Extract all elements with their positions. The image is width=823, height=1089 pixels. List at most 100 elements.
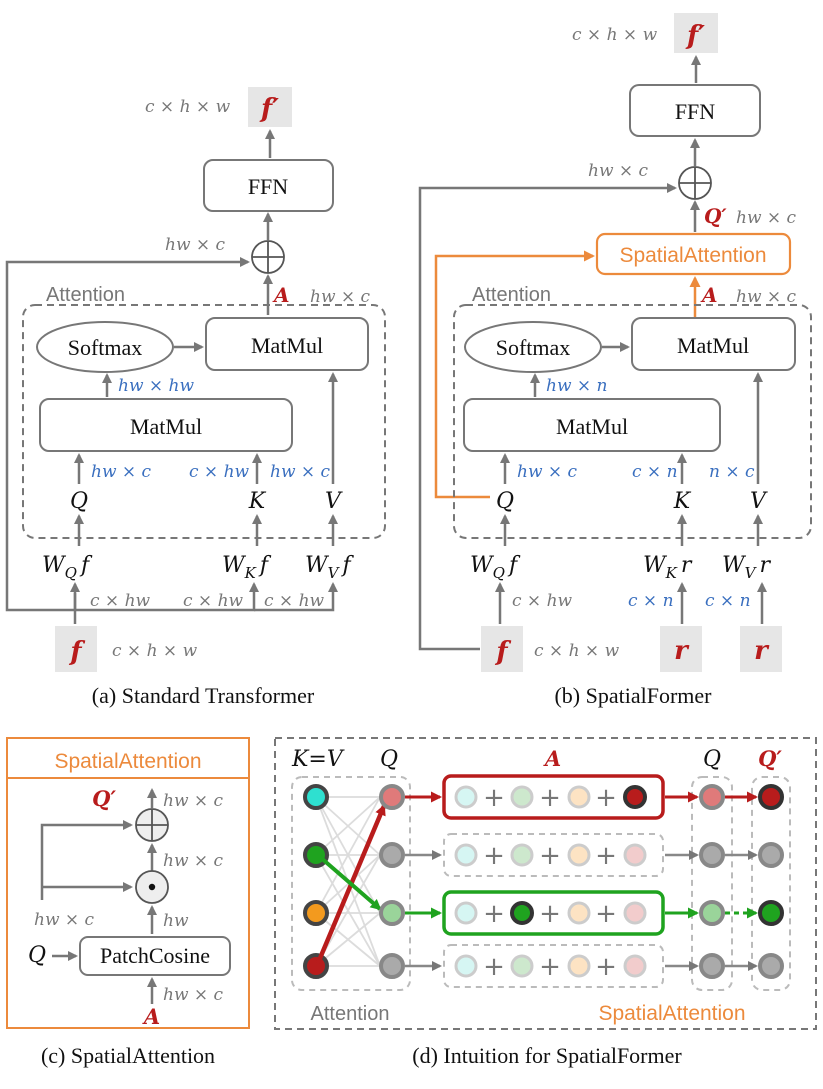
svg-text:+: + [539,841,561,871]
c-caption: (c) SpatialAttention [41,1043,215,1068]
a-output-f-prime: f′ [259,94,279,124]
c-A: A [142,1004,160,1029]
c-left-dim: hw × c [34,910,95,930]
d-row-3 [442,890,665,936]
d-kv-label: K=V [291,747,345,772]
d-Q-right-label: Q [703,747,721,772]
d-kv-node-red [303,953,329,979]
d-attention-label: Attention [311,1003,390,1025]
svg-text:+: + [483,952,505,982]
b-input-dim: c × h × w [534,641,620,661]
a-output-bg [248,87,292,127]
panel-spatialformer: c × h × w f′ FFN hw × c Q′ hw × c Spatia… [418,13,812,708]
b-in-dim-k: c × n [628,591,674,611]
b-q-dim: hw × c [517,462,578,482]
a-ffn-label: FFN [248,174,288,199]
c-out-dim: hw × c [163,791,224,811]
svg-text:+: + [595,841,617,871]
b-r2-bg [740,626,782,672]
svg-text:+: + [539,952,561,982]
c-hw: hw [163,911,189,931]
b-softmax [464,321,602,373]
panel-intuition: K=V Q A Q Q′ [274,737,817,1068]
a-matmul-bottom-label: MatMul [130,414,202,439]
a-in-dim-3: c × hw [264,591,325,611]
svg-text:+: + [483,899,505,929]
a-matmul-bottom [39,398,293,452]
b-v-dim: n × c [709,462,755,482]
b-Qprime-dim: hw × c [736,208,797,228]
a-attention-group [22,304,386,539]
d-Q-left-label: Q [380,747,398,772]
b-attn-dim: hw × n [546,376,608,396]
d-q-node-2 [379,842,405,868]
d-kv-node-cyan [303,784,329,810]
b-input-bg [481,626,523,672]
b-output-bg [674,13,718,53]
a-attn-dim: hw × hw [118,376,195,396]
panel-spatial-attention: SpatialAttention Q′ hw × c hw × c hw hw … [6,737,250,1068]
d-spatial-attention-label: SpatialAttention [598,1002,745,1025]
a-A-label: A [272,283,290,307]
b-softmax-label: Softmax [496,335,571,360]
a-ffn-box [203,159,334,212]
b-Q: Q [496,489,514,514]
c-Q: Q [28,943,46,968]
a-v-dim: hw × c [270,462,331,482]
d-caption: (d) Intuition for SpatialFormer [412,1043,682,1068]
a-input-f: f [68,637,85,667]
b-in-dim-v: c × n [705,591,751,611]
b-attention-label: Attention [472,284,551,306]
b-A-label: A [700,283,718,307]
b-in-dim-q: c × hw [512,591,573,611]
d-q-node-3 [379,900,405,926]
b-V: V [750,489,768,514]
a-in-dim-1: c × hw [90,591,151,611]
b-r1: r [674,636,690,666]
b-input-f: f [494,637,511,667]
svg-text:+: + [539,899,561,929]
b-matmul-bottom-label: MatMul [556,414,628,439]
d-row-1 [442,774,665,820]
c-outer-box [6,737,250,1029]
b-spatial-attention-label: SpatialAttention [619,244,766,267]
d-attention-group [291,776,411,991]
d-row-4 [443,944,664,988]
a-Q: Q [70,489,88,514]
b-matmul-top-label: MatMul [677,333,749,358]
b-spatial-attention-box [595,232,792,276]
svg-text:+: + [595,899,617,929]
a-k-dim: c × hw [189,462,250,482]
a-V: V [325,489,343,514]
b-K: K [673,489,692,514]
a-K: K [248,489,267,514]
a-input-dim: c × h × w [112,641,198,661]
a-softmax-label: Softmax [68,335,143,360]
b-ffn-box [629,84,761,137]
b-k-dim: c × n [632,462,678,482]
b-r1-bg [660,626,702,672]
b-A-dim: hw × c [736,287,797,307]
b-Qprime-label: Q′ [704,204,727,228]
b-caption: (b) SpatialFormer [554,683,712,708]
c-title: SpatialAttention [54,750,201,773]
a-output-dim: c × h × w [145,97,231,117]
a-attention-label: Attention [46,284,125,306]
svg-text:+: + [595,783,617,813]
d-A-label: A [543,746,561,771]
a-in-dim-2: c × hw [183,591,244,611]
a-A-dim: hw × c [310,287,371,307]
b-residual-dim: hw × c [588,161,649,181]
d-kv-node-orange [303,900,329,926]
b-attention-group [453,304,812,539]
svg-text:+: + [539,783,561,813]
d-q-node-4 [379,953,405,979]
c-A-dim: hw × c [163,985,224,1005]
c-patch-cosine-label: PatchCosine [100,943,210,968]
d-q-node-1 [379,784,405,810]
c-Qprime: Q′ [92,786,116,811]
